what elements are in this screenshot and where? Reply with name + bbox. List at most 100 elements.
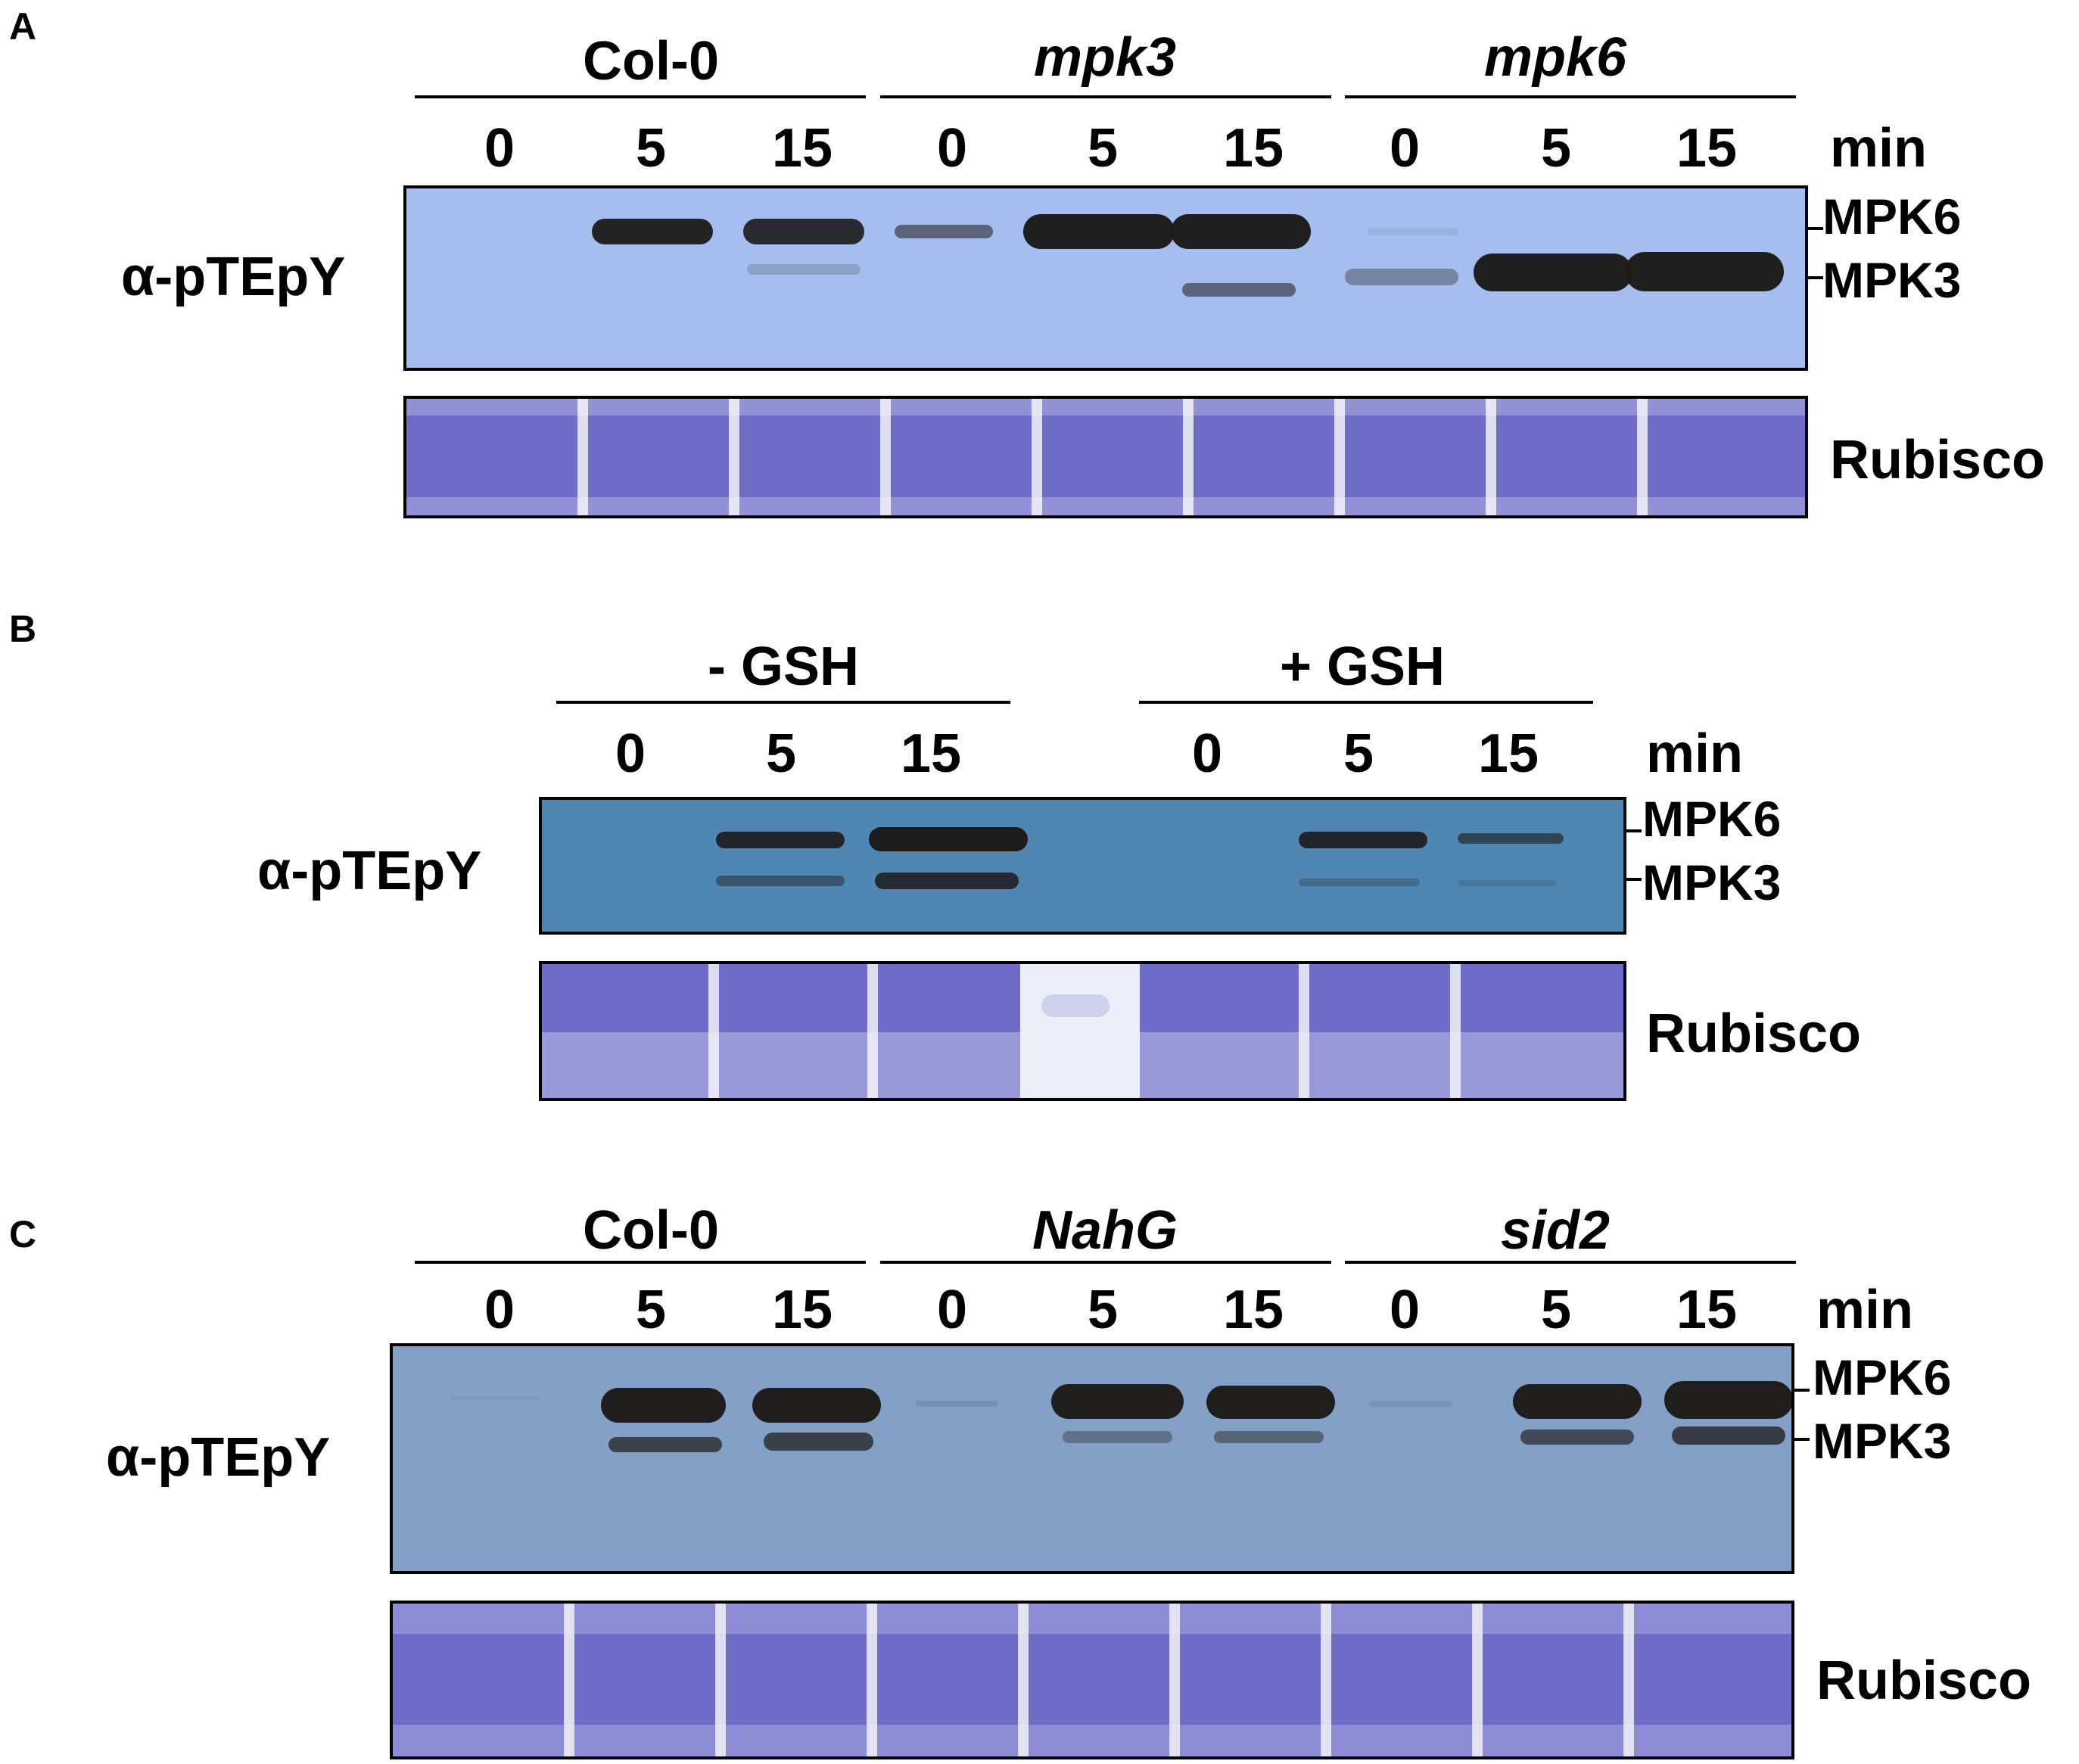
panel-c-letter: C [9, 1213, 37, 1255]
timepoint-label: 15 [1222, 118, 1284, 179]
timepoint-label: 0 [484, 1280, 515, 1340]
rubisco-stain-a [403, 396, 1808, 518]
band-mpk3 [1182, 283, 1296, 297]
band-mpk6 [869, 827, 1028, 851]
antibody-label: α-pTEpY [257, 841, 482, 901]
band-mpk3 [608, 1437, 722, 1452]
band-mpk6 [1369, 1401, 1452, 1407]
band-mpk3 [1345, 269, 1458, 285]
band-mpk3 [875, 873, 1019, 889]
band-mpk3 [1214, 1431, 1324, 1443]
band-mpk3 [764, 1433, 873, 1451]
timepoint-label: 15 [1222, 1280, 1284, 1340]
band-mpk6 [1368, 228, 1458, 235]
band-mpk6 [895, 225, 993, 238]
loading-control-label: Rubisco [1816, 1650, 2032, 1711]
rubisco-stain-c [390, 1601, 1794, 1759]
timepoint-label: 0 [615, 723, 646, 784]
band-mpk6 [1458, 833, 1564, 844]
loading-control-label: Rubisco [1646, 1003, 1862, 1064]
timepoint-label: 15 [771, 1280, 833, 1340]
timepoint-label: 5 [1540, 118, 1572, 179]
time-unit-label: min [1816, 1280, 1914, 1340]
group-underline-minus-gsh [556, 701, 1010, 704]
timepoint-label: 5 [1087, 1280, 1119, 1340]
group-label-mpk6: mpk6 [1483, 27, 1627, 88]
timepoint-label: 15 [1676, 1280, 1738, 1340]
band-mpk6 [1299, 832, 1427, 848]
western-blot-c [390, 1343, 1794, 1574]
marker-tick [1626, 878, 1642, 881]
marker-tick [1794, 1438, 1810, 1441]
band-label-mpk6: MPK6 [1813, 1349, 1952, 1405]
group-label-col0: Col-0 [583, 1200, 719, 1261]
western-blot-b [539, 797, 1626, 935]
timepoint-label: 15 [771, 118, 833, 179]
group-label-sid2: sid2 [1500, 1200, 1611, 1261]
timepoint-label: 15 [900, 723, 962, 784]
group-underline-mpk3 [880, 95, 1331, 98]
marker-tick [1626, 829, 1642, 832]
group-label-col0: Col-0 [583, 31, 719, 92]
timepoint-label: 0 [1389, 1280, 1421, 1340]
loading-control-label: Rubisco [1830, 430, 2046, 490]
timepoint-label: 5 [635, 118, 667, 179]
band-mpk3 [1474, 254, 1632, 291]
group-label-nahg: NahG [1032, 1200, 1178, 1261]
band-mpk6 [716, 832, 845, 848]
timepoint-label: 0 [936, 118, 968, 179]
marker-tick [1808, 227, 1823, 230]
timepoint-label: 0 [484, 118, 515, 179]
group-underline-col0 [415, 1261, 866, 1264]
group-underline-sid2 [1345, 1261, 1796, 1264]
band-mpk3 [1063, 1431, 1172, 1443]
group-label-mpk3: mpk3 [1033, 27, 1177, 88]
band-label-mpk3: MPK3 [1642, 854, 1782, 910]
band-label-mpk6: MPK6 [1642, 791, 1782, 847]
band-label-mpk6: MPK6 [1822, 188, 1962, 244]
antibody-label: α-pTEpY [106, 1427, 331, 1488]
band-label-mpk3: MPK3 [1813, 1413, 1952, 1469]
band-mpk6 [743, 219, 864, 244]
antibody-label: α-pTEpY [121, 247, 346, 307]
group-underline-plus-gsh [1139, 701, 1593, 704]
band-mpk6 [915, 1401, 998, 1407]
band-mpk6 [592, 219, 713, 244]
band-mpk6 [752, 1388, 881, 1423]
band-label-mpk3: MPK3 [1822, 252, 1962, 308]
band-mpk3 [716, 876, 845, 886]
band-mpk3 [1625, 252, 1784, 291]
marker-tick [1794, 1389, 1810, 1392]
group-underline-mpk6 [1345, 95, 1796, 98]
timepoint-label: 0 [1191, 723, 1223, 784]
band-mpk3 [1672, 1426, 1785, 1445]
panel-b-letter: B [9, 608, 37, 650]
band-mpk3 [1299, 879, 1420, 886]
timepoint-label: 5 [1087, 118, 1119, 179]
timepoint-label: 0 [936, 1280, 968, 1340]
band-mpk6 [1051, 1384, 1184, 1419]
group-underline-col0 [415, 95, 866, 98]
band-mpk3 [1458, 880, 1556, 886]
panel-a-letter: A [9, 5, 37, 48]
timepoint-label: 15 [1477, 723, 1539, 784]
time-unit-label: min [1830, 118, 1928, 179]
group-label-minus-gsh: - GSH [707, 636, 859, 697]
western-blot-a [403, 185, 1808, 371]
group-underline-nahg [880, 1261, 1331, 1264]
band-mpk6 [1513, 1384, 1642, 1419]
marker-tick [1808, 276, 1823, 279]
band-mpk6 [450, 1396, 540, 1401]
band-mpk6 [1206, 1386, 1335, 1419]
timepoint-label: 5 [1540, 1280, 1572, 1340]
band-mpk3 [1520, 1430, 1634, 1445]
time-unit-label: min [1646, 723, 1744, 784]
band-mpk6 [1023, 214, 1175, 249]
band-mpk6 [601, 1388, 726, 1423]
timepoint-label: 5 [765, 723, 797, 784]
timepoint-label: 5 [635, 1280, 667, 1340]
band-mpk3 [747, 264, 861, 275]
timepoint-label: 5 [1343, 723, 1374, 784]
band-mpk6 [1171, 214, 1311, 249]
rubisco-stain-b [539, 961, 1626, 1101]
